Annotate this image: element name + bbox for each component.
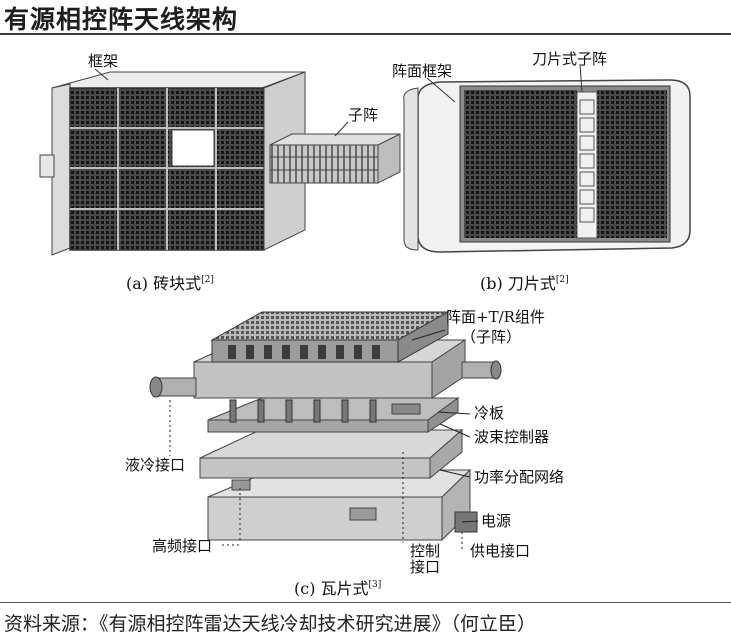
frame-label: 框架 [88,52,118,70]
tile-stack-diagram [149,311,502,542]
cold-plate-label: 冷板 [474,404,504,422]
caption-b: (b) 刀片式[2] [480,274,569,293]
rf-port-label: 高频接口 [152,537,212,555]
beam-controller-label: 波束控制器 [474,428,549,446]
array-frame-label: 阵面框架 [392,62,452,80]
liquid-cooling-port-label: 液冷接口 [125,456,185,474]
panel-c-leaders [169,329,479,550]
blade-frame-diagram [403,63,691,253]
caption-c: (c) 瓦片式[3] [294,579,381,598]
title-divider [0,33,731,35]
array-tr-label: 阵面+T/R组件 [446,308,545,326]
supply-port-label: 供电接口 [470,542,530,560]
source-note: 资料来源：《有源相控阵雷达天线冷却技术研究进展》（何立臣） [4,613,537,635]
array-sub-label: （子阵） [461,328,521,346]
power-supply-label: 电源 [481,512,511,530]
power-network-label: 功率分配网络 [474,468,564,486]
brick-frame-diagram [39,68,401,256]
control-port-label-line1: 控制 [410,542,440,560]
page-title: 有源相控阵天线架构 [4,5,239,34]
control-port-label-line2: 接口 [410,558,440,576]
source-divider [0,602,731,603]
subarray-label: 子阵 [348,106,378,124]
blade-subarray-label: 刀片式子阵 [532,50,607,68]
caption-a: (a) 砖块式[2] [126,274,214,293]
